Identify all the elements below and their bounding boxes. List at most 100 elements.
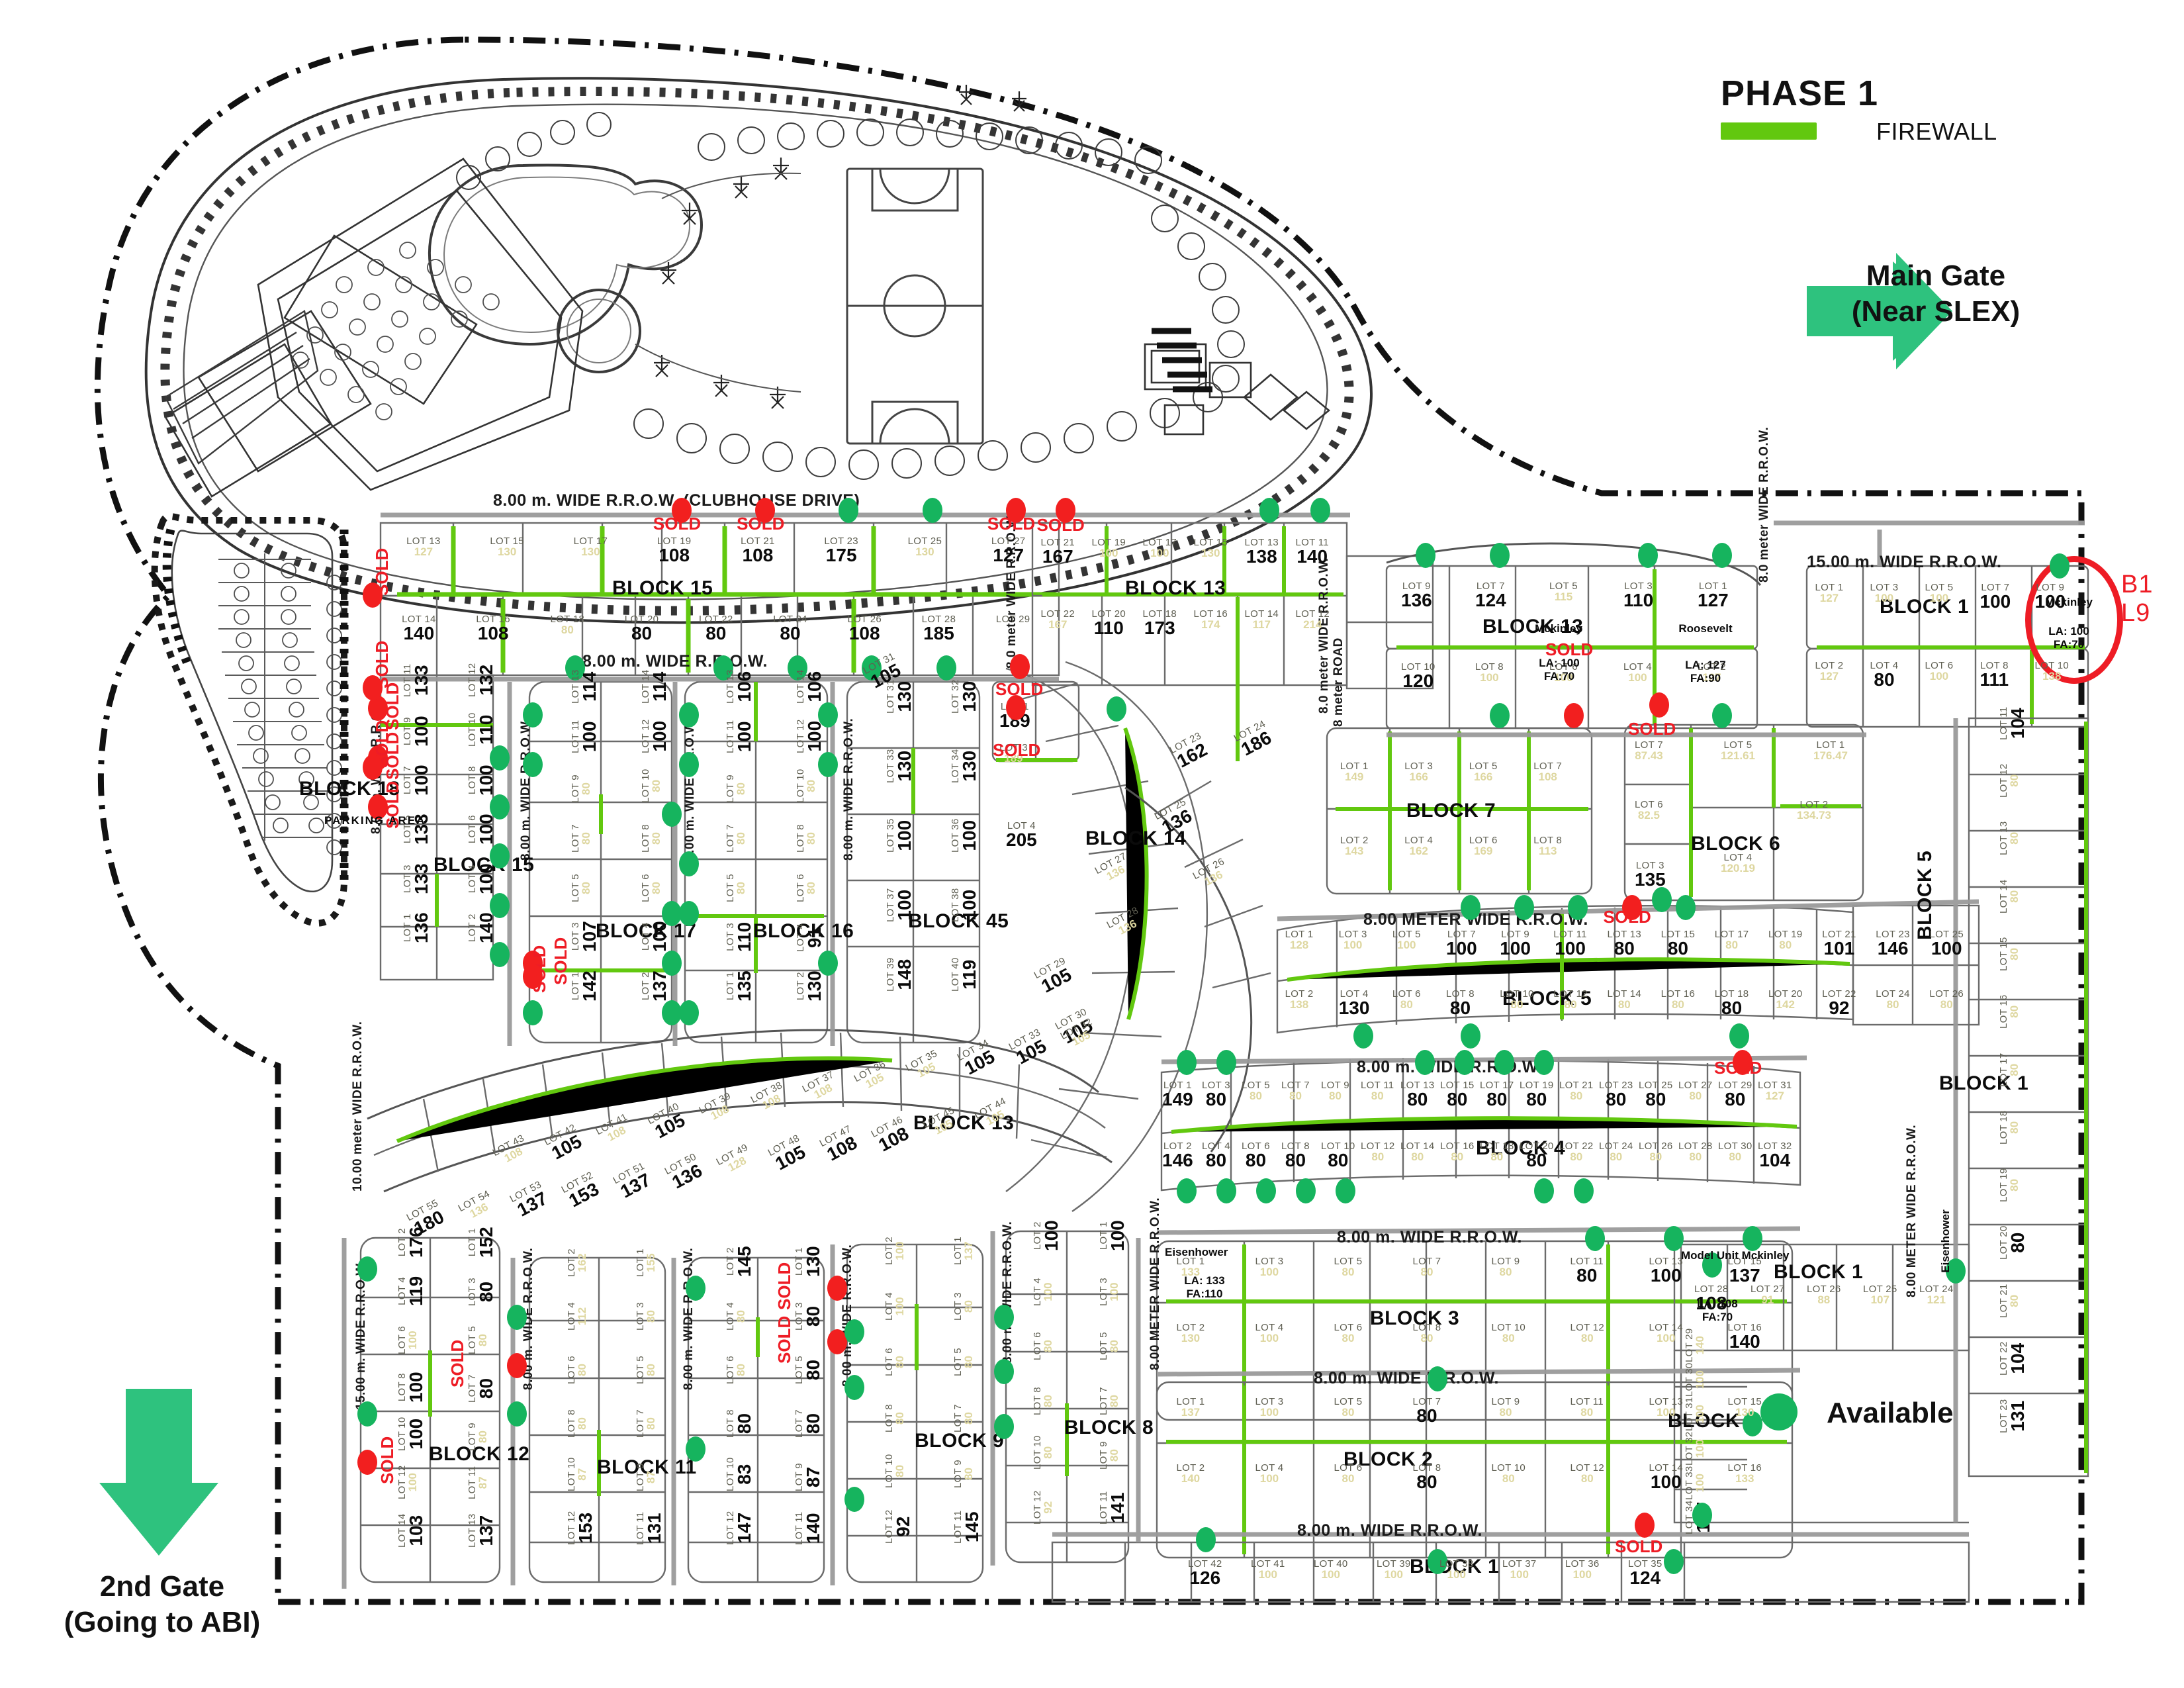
sold-marker-dot[interactable] [1635,1513,1655,1538]
available-marker-dot[interactable] [1534,1178,1554,1203]
available-marker-dot[interactable] [994,1304,1014,1330]
available-marker-dot[interactable] [818,752,838,778]
available-marker-dot[interactable] [844,1375,864,1401]
available-marker-dot[interactable] [1310,498,1330,523]
sold-marker-dot[interactable] [671,498,692,523]
available-marker-dot[interactable] [1702,1252,1722,1278]
available-marker-dot[interactable] [1494,1050,1514,1075]
available-marker-dot[interactable] [936,655,956,680]
available-marker-dot[interactable] [2049,553,2070,579]
available-marker-dot[interactable] [1568,895,1588,920]
available-marker-dot[interactable] [662,900,682,926]
sold-marker-dot[interactable] [363,755,383,780]
available-marker-dot[interactable] [662,802,682,827]
available-marker-dot[interactable] [1455,1050,1475,1075]
available-marker-dot[interactable] [1742,1411,1762,1436]
sold-marker-dot[interactable] [363,583,383,608]
sold-marker-dot[interactable] [1005,498,1026,523]
available-marker-dot[interactable] [1490,703,1510,728]
available-marker-dot[interactable] [357,1401,377,1427]
available-marker-dot[interactable] [679,702,699,728]
available-marker-dot[interactable] [523,1000,543,1025]
available-marker-dot[interactable] [679,1000,699,1025]
available-marker-dot[interactable] [1514,895,1535,920]
sold-marker-dot[interactable] [357,1449,377,1475]
